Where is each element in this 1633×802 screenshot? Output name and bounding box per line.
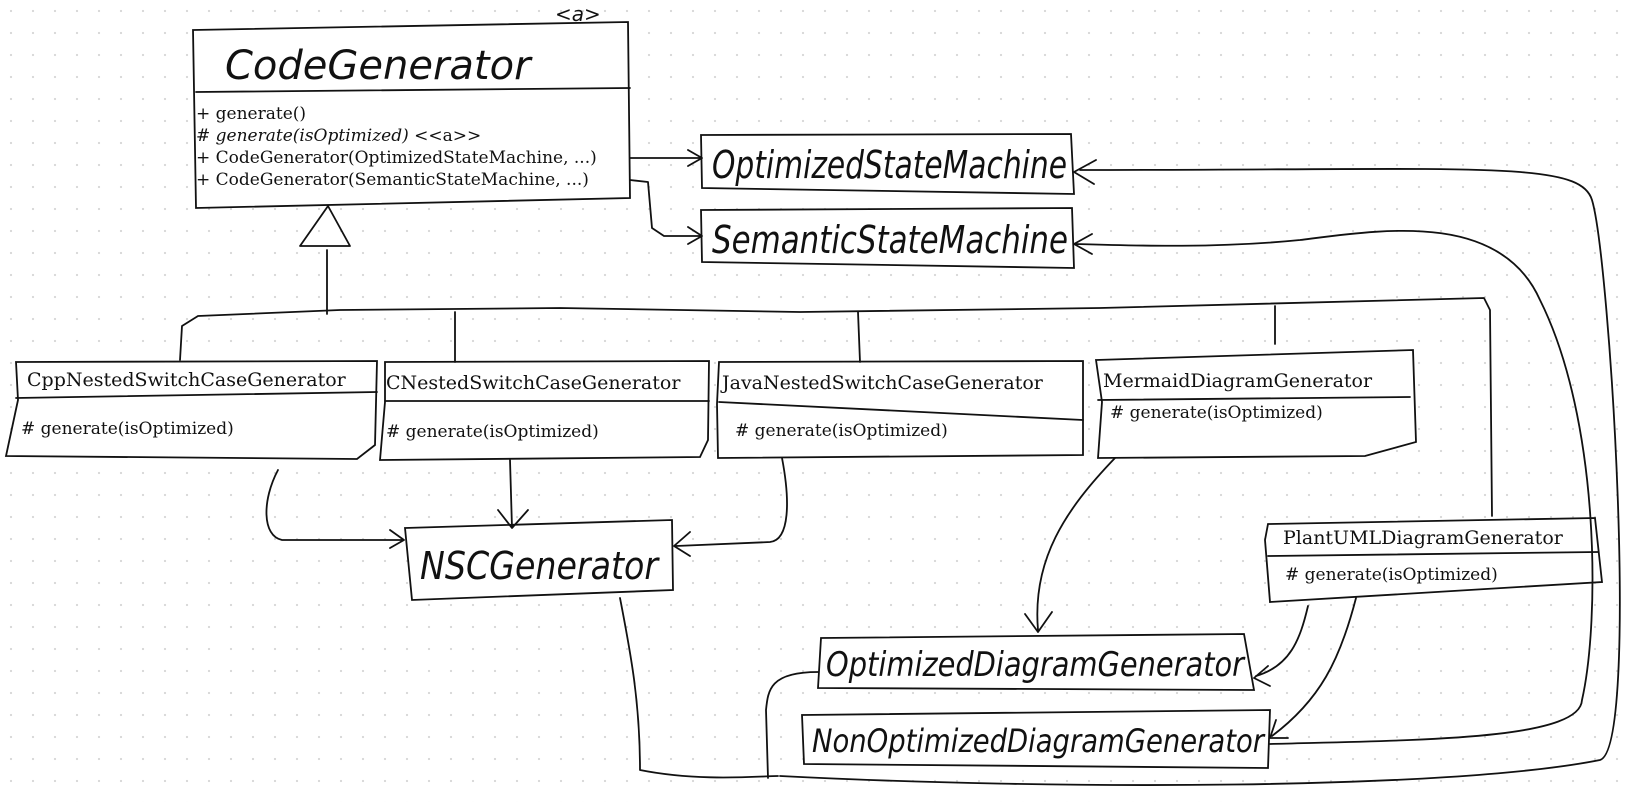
mermaid-generator-title: MermaidDiagramGenerator (1103, 370, 1373, 392)
plantuml-generator-title: PlantUMLDiagramGenerator (1283, 527, 1564, 549)
non-optimized-diagram-generator-class[interactable]: NonOptimizedDiagramGenerator (801, 709, 1271, 769)
inheritance-connectors (179, 205, 1493, 517)
optimized-state-machine-class[interactable]: OptimizedStateMachine (700, 133, 1075, 195)
mermaid-generator-member: # generate(isOptimized) (1110, 403, 1323, 423)
semantic-state-machine-title: SemanticStateMachine (712, 218, 1068, 262)
member-generate-optimized: # generate(isOptimized) <<a>> (196, 126, 481, 146)
member-ctor-optimized: + CodeGenerator(OptimizedStateMachine, .… (196, 148, 597, 168)
c-generator-title: CNestedSwitchCaseGenerator (386, 372, 681, 394)
member-generate: + generate() (196, 104, 306, 124)
optimized-diagram-generator-class[interactable]: OptimizedDiagramGenerator (817, 633, 1256, 691)
c-generator-class[interactable]: CNestedSwitchCaseGenerator # generate(is… (379, 360, 710, 461)
nsc-generator-class[interactable]: NSCGenerator (404, 519, 674, 601)
member-ctor-semantic: + CodeGenerator(SemanticStateMachine, ..… (196, 170, 589, 190)
java-generator-title: JavaNestedSwitchCaseGenerator (720, 372, 1044, 394)
c-generator-member: # generate(isOptimized) (386, 422, 599, 442)
association-connectors (265, 149, 1621, 786)
optimized-state-machine-title: OptimizedStateMachine (712, 143, 1067, 187)
semantic-state-machine-class[interactable]: SemanticStateMachine (700, 207, 1075, 269)
mermaid-generator-class[interactable]: MermaidDiagramGenerator # generate(isOpt… (1094, 349, 1417, 459)
cpp-generator-title: CppNestedSwitchCaseGenerator (27, 369, 347, 391)
cpp-generator-member: # generate(isOptimized) (21, 419, 234, 439)
cpp-generator-class[interactable]: CppNestedSwitchCaseGenerator # generate(… (4, 360, 378, 460)
optimized-diagram-generator-title: OptimizedDiagramGenerator (826, 645, 1246, 685)
non-optimized-diagram-generator-title: NonOptimizedDiagramGenerator (812, 722, 1266, 760)
stereotype-mark: <a> (555, 2, 601, 26)
plantuml-generator-class[interactable]: PlantUMLDiagramGenerator # generate(isOp… (1264, 517, 1603, 603)
plantuml-generator-member: # generate(isOptimized) (1285, 565, 1498, 585)
java-generator-member: # generate(isOptimized) (735, 421, 948, 441)
java-generator-class[interactable]: JavaNestedSwitchCaseGenerator # generate… (716, 360, 1084, 459)
nsc-generator-title: NSCGenerator (420, 544, 660, 588)
code-generator-title: CodeGenerator (225, 43, 533, 89)
code-generator-class[interactable]: CodeGenerator <a> + generate() # generat… (192, 2, 631, 209)
